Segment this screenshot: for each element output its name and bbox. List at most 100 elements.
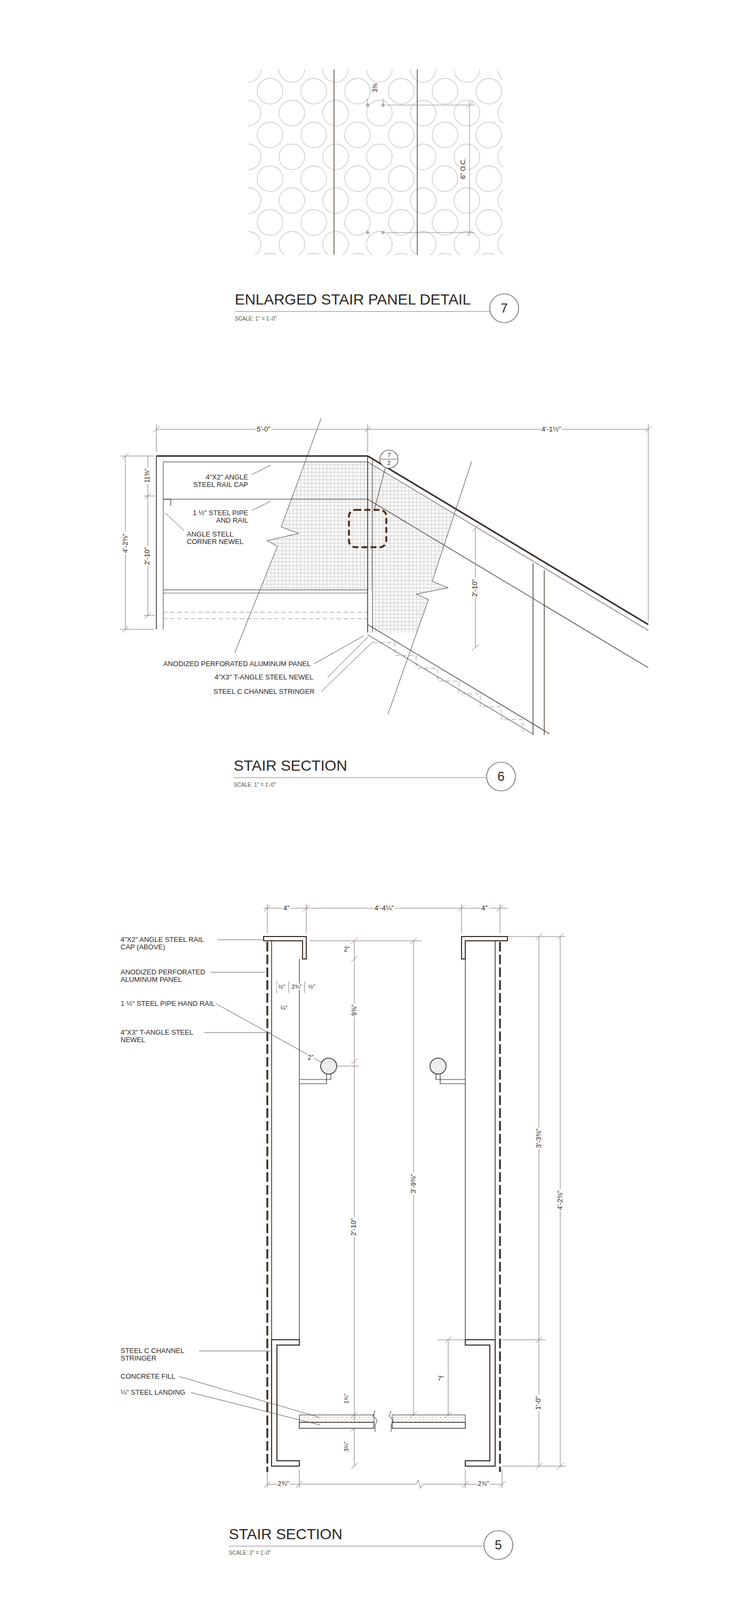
- stair-cross-section-part-part: [557, 1463, 564, 1470]
- dimension-text: 2": [306, 1054, 315, 1063]
- stair-section-elevation-part-part: [645, 426, 652, 433]
- scale-note: SCALE: 3" = 1'-0": [227, 1550, 273, 1557]
- stair-cross-section-part-part: [351, 1463, 358, 1470]
- stair-section-elevation-part-part: [122, 626, 129, 633]
- dimension-text: 4": [282, 904, 291, 913]
- stair-cross-section-part-part: [267, 1469, 268, 1489]
- stair-section-elevation-part: [120, 424, 652, 651]
- detail-number: 5: [494, 1539, 502, 1553]
- stair-cross-section-part-part: [288, 981, 290, 994]
- perforated-panel-detail-part-part: [381, 103, 385, 107]
- dimension-text: 4'-2⅜": [121, 532, 130, 555]
- stair-cross-section-part-part: [351, 956, 358, 963]
- stair-cross-section-part-part: [337, 1066, 359, 1068]
- perforated-panel-detail-part: [367, 98, 475, 237]
- detail-title: ENLARGED STAIR PANEL DETAIL: [233, 291, 472, 309]
- stair-section-elevation-part-part: [122, 453, 129, 460]
- stair-section-elevation-part: [163, 499, 649, 669]
- stair-section-elevation-part-part: [144, 496, 155, 497]
- stair-cross-section-part: [271, 1340, 300, 1467]
- stair-cross-section-part-part: [264, 1481, 271, 1489]
- detail-title: STAIR SECTION: [227, 1526, 344, 1544]
- perforated-panel-detail-part-part: [469, 101, 471, 237]
- dimension-text: 2¾": [290, 983, 303, 991]
- stair-cross-section-part-part: [351, 938, 358, 945]
- stair-section-elevation-part: [374, 468, 386, 510]
- callout-label: 4"X3" T-ANGLE STEEL NEWEL: [119, 1029, 205, 1046]
- stair-cross-section-part: [435, 1074, 466, 1085]
- stair-section-elevation-part: [163, 589, 368, 591]
- stair-section-elevation-part: [163, 593, 368, 594]
- perforated-panel-detail-part-part: [366, 103, 370, 107]
- dimension-text: ½": [306, 983, 316, 991]
- stair-cross-section-part-part: [502, 1469, 503, 1489]
- callout-label: CONCRETE FILL: [119, 1373, 177, 1382]
- callout-label: ANGLE STELL CORNER NEWEL: [185, 530, 251, 547]
- callout-label: ¼" STEEL LANDING: [119, 1389, 187, 1398]
- dimension-text: 11⅜": [144, 467, 152, 485]
- stair-section-elevation-part: [163, 462, 164, 630]
- perforated-panel-detail-part-part: [366, 231, 370, 235]
- stair-cross-section-part: [392, 1423, 466, 1429]
- stair-cross-section: [179, 904, 566, 1547]
- stair-section-elevation-part: [532, 563, 534, 736]
- stair-cross-section-part: [299, 1423, 375, 1429]
- stair-cross-section-part: [266, 942, 269, 1473]
- stair-cross-section-part-part: [496, 905, 504, 912]
- dimension-text: 4'-4¼": [373, 904, 396, 913]
- stair-cross-section-part-part: [535, 1463, 543, 1470]
- perforated-panel-detail-part: [366, 103, 385, 235]
- callout-label: 4"X3" T-ANGLE STEEL NEWEL: [213, 673, 315, 682]
- stair-section-elevation-part-part: [321, 641, 374, 693]
- dimension-text: 3⅜: [371, 82, 380, 94]
- stair-section-elevation-part-part: [144, 612, 152, 619]
- detail-number-circle: 5: [483, 1530, 514, 1561]
- stair-section-elevation-part: [156, 456, 649, 625]
- dimension-text: 1'-0": [535, 1395, 544, 1412]
- perforated-panel-detail-part: [333, 69, 335, 256]
- stair-cross-section-part-part: [462, 1481, 469, 1489]
- circle-outline: [489, 293, 519, 323]
- dimension-text: ¼": [279, 1005, 289, 1013]
- stair-section-elevation-part-part: [472, 525, 479, 532]
- stair-cross-section-part: [228, 1546, 484, 1548]
- dimension-text: 5'-0": [255, 425, 272, 434]
- stair-cross-section-part-part: [296, 1481, 303, 1489]
- stair-section-elevation-part: [163, 462, 649, 631]
- dimension-text: 2'-10": [471, 577, 480, 598]
- dimension-text: 2¾": [276, 1481, 291, 1489]
- detail-number: 2: [387, 460, 391, 467]
- stair-section-elevation-part-part: [472, 644, 479, 651]
- stair-cross-section-part-part: [416, 1480, 423, 1490]
- stair-section-elevation-part-part: [144, 493, 152, 500]
- detail-number: 7: [500, 302, 508, 315]
- stair-cross-section-part: [372, 1411, 394, 1433]
- dimension-text: 2": [343, 946, 352, 955]
- dimension-text: 4'-1½": [540, 425, 563, 434]
- dimension-text: ½": [276, 983, 286, 991]
- stair-cross-section-part-part: [216, 1004, 322, 1063]
- stair-cross-section-part: [263, 936, 307, 960]
- stair-cross-section-part: [298, 959, 300, 1341]
- stair-cross-section-part-part: [198, 1351, 271, 1353]
- stair-section-elevation-part-part: [373, 642, 523, 733]
- stair-cross-section-part: [498, 942, 502, 1473]
- stair-cross-section-part-part: [538, 936, 540, 1467]
- dimension-text: 2'-10": [350, 1217, 359, 1237]
- stair-section-elevation: [120, 418, 652, 778]
- stair-cross-section-part: [263, 904, 566, 1490]
- stair-section-elevation-part-part: [648, 424, 649, 622]
- perforated-panel-detail-part-part: [386, 105, 475, 106]
- callout-divider: [380, 459, 397, 460]
- perforated-panel-detail-part-part: [466, 101, 473, 109]
- stair-section-elevation-part: [155, 456, 157, 630]
- stair-cross-section-part-part: [458, 905, 465, 912]
- stair-cross-section-part-part: [437, 1340, 466, 1341]
- perforated-panel-detail-part: [416, 69, 418, 256]
- perforated-panel-detail-part-part: [386, 232, 475, 234]
- detail-number-circle: 6: [486, 761, 516, 792]
- stair-cross-section-part-part: [448, 1340, 449, 1416]
- stair-section-elevation-part-part: [165, 513, 185, 531]
- dimension-text: 4": [480, 904, 489, 913]
